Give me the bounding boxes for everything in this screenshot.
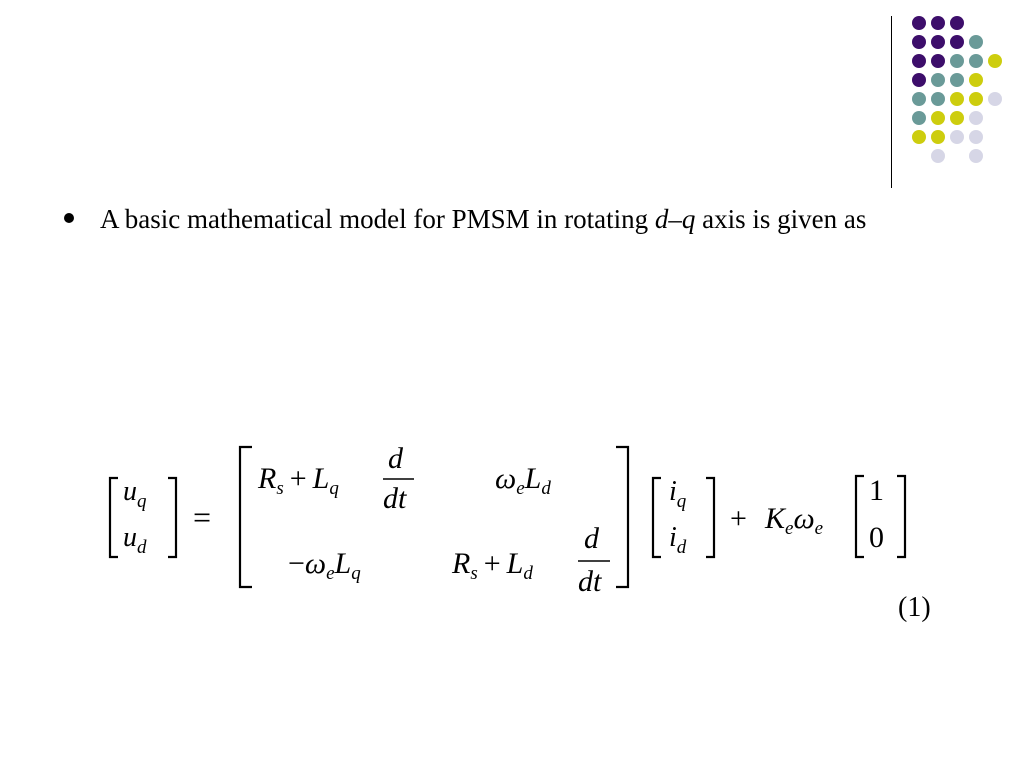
bracket-right: [168, 476, 178, 559]
bracket-right: [616, 445, 630, 589]
bracket-left: [108, 476, 118, 559]
decorative-vertical-line: [891, 16, 892, 188]
decorative-dot: [912, 16, 926, 30]
fraction-numerator: d: [584, 522, 600, 555]
decorative-dot: [950, 111, 964, 125]
current-i: id: [669, 522, 687, 558]
decorative-dot: [950, 92, 964, 106]
decorative-dot: [969, 149, 983, 163]
fraction-denominator: dt: [578, 565, 602, 598]
decorative-dot: [950, 35, 964, 49]
vector-entry: 1: [869, 474, 884, 507]
equation: uq ud = Rs+Lq d dt ωeLd −ωeLq Rs+Ld d dt…: [108, 442, 931, 623]
decorative-dot: [988, 92, 1002, 106]
bullet-text: A basic mathematical model for PMSM in r…: [100, 200, 980, 238]
lhs-u: ud: [123, 522, 147, 558]
decorative-dot: [912, 35, 926, 49]
bracket-left: [238, 445, 252, 589]
lhs-u: uq: [123, 476, 147, 512]
decorative-dot: [912, 130, 926, 144]
decorative-dot: [931, 111, 945, 125]
decorative-dot: [931, 16, 945, 30]
decorative-dot: [969, 92, 983, 106]
back-emf-term: Keωe: [764, 502, 823, 539]
decorative-dot: [931, 73, 945, 87]
decorative-dot-grid: [912, 16, 1002, 163]
equation-number: (1): [898, 592, 931, 623]
decorative-dot: [969, 54, 983, 68]
bullet-marker: [64, 213, 74, 223]
decorative-dot: [912, 54, 926, 68]
bracket-right: [897, 474, 907, 559]
decorative-dot: [969, 111, 983, 125]
bullet-text-part: A basic mathematical model for PMSM in r…: [100, 204, 655, 234]
fraction-denominator: dt: [383, 482, 407, 515]
bracket-left: [651, 476, 661, 559]
decorative-dot: [912, 92, 926, 106]
bullet-text-italic: d–q: [654, 204, 696, 234]
decorative-dot: [912, 111, 926, 125]
plus-sign: +: [730, 502, 747, 535]
matrix-cell-21: −ωeLq: [288, 547, 361, 584]
decorative-dot: [950, 16, 964, 30]
bracket-right: [706, 476, 716, 559]
decorative-dot: [950, 130, 964, 144]
decorative-dot: [988, 54, 1002, 68]
decorative-dot: [912, 73, 926, 87]
decorative-dot: [931, 149, 945, 163]
decorative-dot: [931, 92, 945, 106]
matrix-cell-22: Rs+Ld: [451, 547, 533, 584]
decorative-dot: [950, 73, 964, 87]
bracket-left: [854, 474, 864, 559]
matrix-cell-12: ωeLd: [495, 462, 551, 499]
fraction-numerator: d: [388, 442, 404, 475]
decorative-dot: [931, 130, 945, 144]
decorative-dot: [950, 54, 964, 68]
decorative-dot: [931, 54, 945, 68]
decorative-dot: [969, 73, 983, 87]
vector-entry: 0: [869, 521, 884, 554]
matrix-cell-11: Rs+Lq: [257, 462, 339, 499]
current-i: iq: [669, 476, 687, 512]
decorative-dot: [931, 35, 945, 49]
decorative-dot: [969, 130, 983, 144]
bullet-text-part: axis is given as: [695, 204, 867, 234]
equals-sign: =: [193, 499, 211, 535]
decorative-dot: [969, 35, 983, 49]
